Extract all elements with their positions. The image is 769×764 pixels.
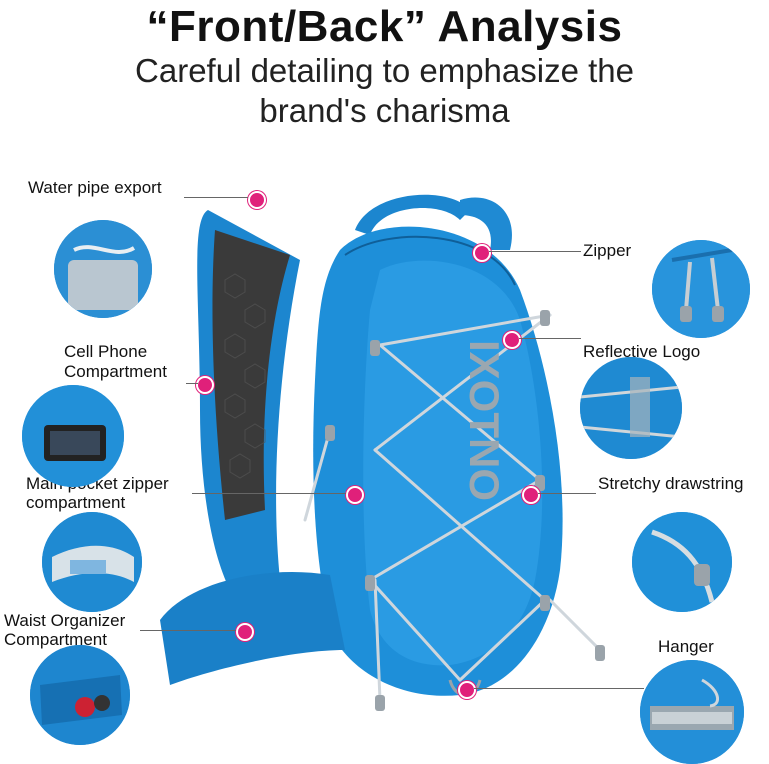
hanger-leader: [474, 688, 644, 689]
zipper-label: Zipper: [583, 241, 632, 260]
reflective-logo-label: Reflective Logo: [583, 342, 701, 361]
reflective-logo: IXOTNO: [461, 340, 508, 501]
waist-label-1: Waist Organizer: [4, 611, 126, 630]
page-title: “Front/Back” Analysis: [146, 2, 623, 51]
cell-phone-dot: [196, 376, 214, 394]
stretchy-label: Stretchy drawstring: [598, 474, 744, 493]
reflective-logo-dot: [503, 331, 521, 349]
hanger-dot: [458, 681, 476, 699]
subtitle-line-1: Careful detailing to emphasize the: [135, 52, 634, 89]
water-pipe-label: Water pipe export: [28, 178, 162, 197]
main-pocket-dot: [346, 486, 364, 504]
detail-cell-phone: [22, 385, 124, 487]
cell-phone-leader: [186, 383, 198, 384]
cell-phone-label-2: Compartment: [64, 362, 167, 381]
waist-leader: [140, 630, 236, 631]
zipper-dot: [473, 244, 491, 262]
detail-main-pocket: [42, 512, 142, 612]
subtitle-line-2: brand's charisma: [259, 92, 510, 129]
detail-water-pipe: [54, 220, 152, 318]
detail-hanger: [640, 660, 744, 764]
reflective-logo-leader: [519, 338, 581, 339]
stretchy-dot: [522, 486, 540, 504]
waist-label-2: Compartment: [4, 630, 107, 649]
cell-phone-label-1: Cell Phone: [64, 342, 148, 361]
main-pocket-label-2: compartment: [26, 493, 126, 512]
detail-reflective-logo: [580, 357, 682, 459]
waist-dot: [236, 623, 254, 641]
hanger-label: Hanger: [658, 637, 714, 656]
stretchy-leader: [538, 493, 596, 494]
water-pipe-leader: [184, 197, 248, 198]
detail-zipper: [652, 240, 750, 338]
backpack-image: IXOTNO: [130, 180, 610, 720]
main-pocket-leader: [192, 493, 346, 494]
zipper-leader: [489, 251, 581, 252]
detail-drawstring: [632, 512, 732, 612]
detail-waist: [30, 645, 130, 745]
water-pipe-dot: [248, 191, 266, 209]
